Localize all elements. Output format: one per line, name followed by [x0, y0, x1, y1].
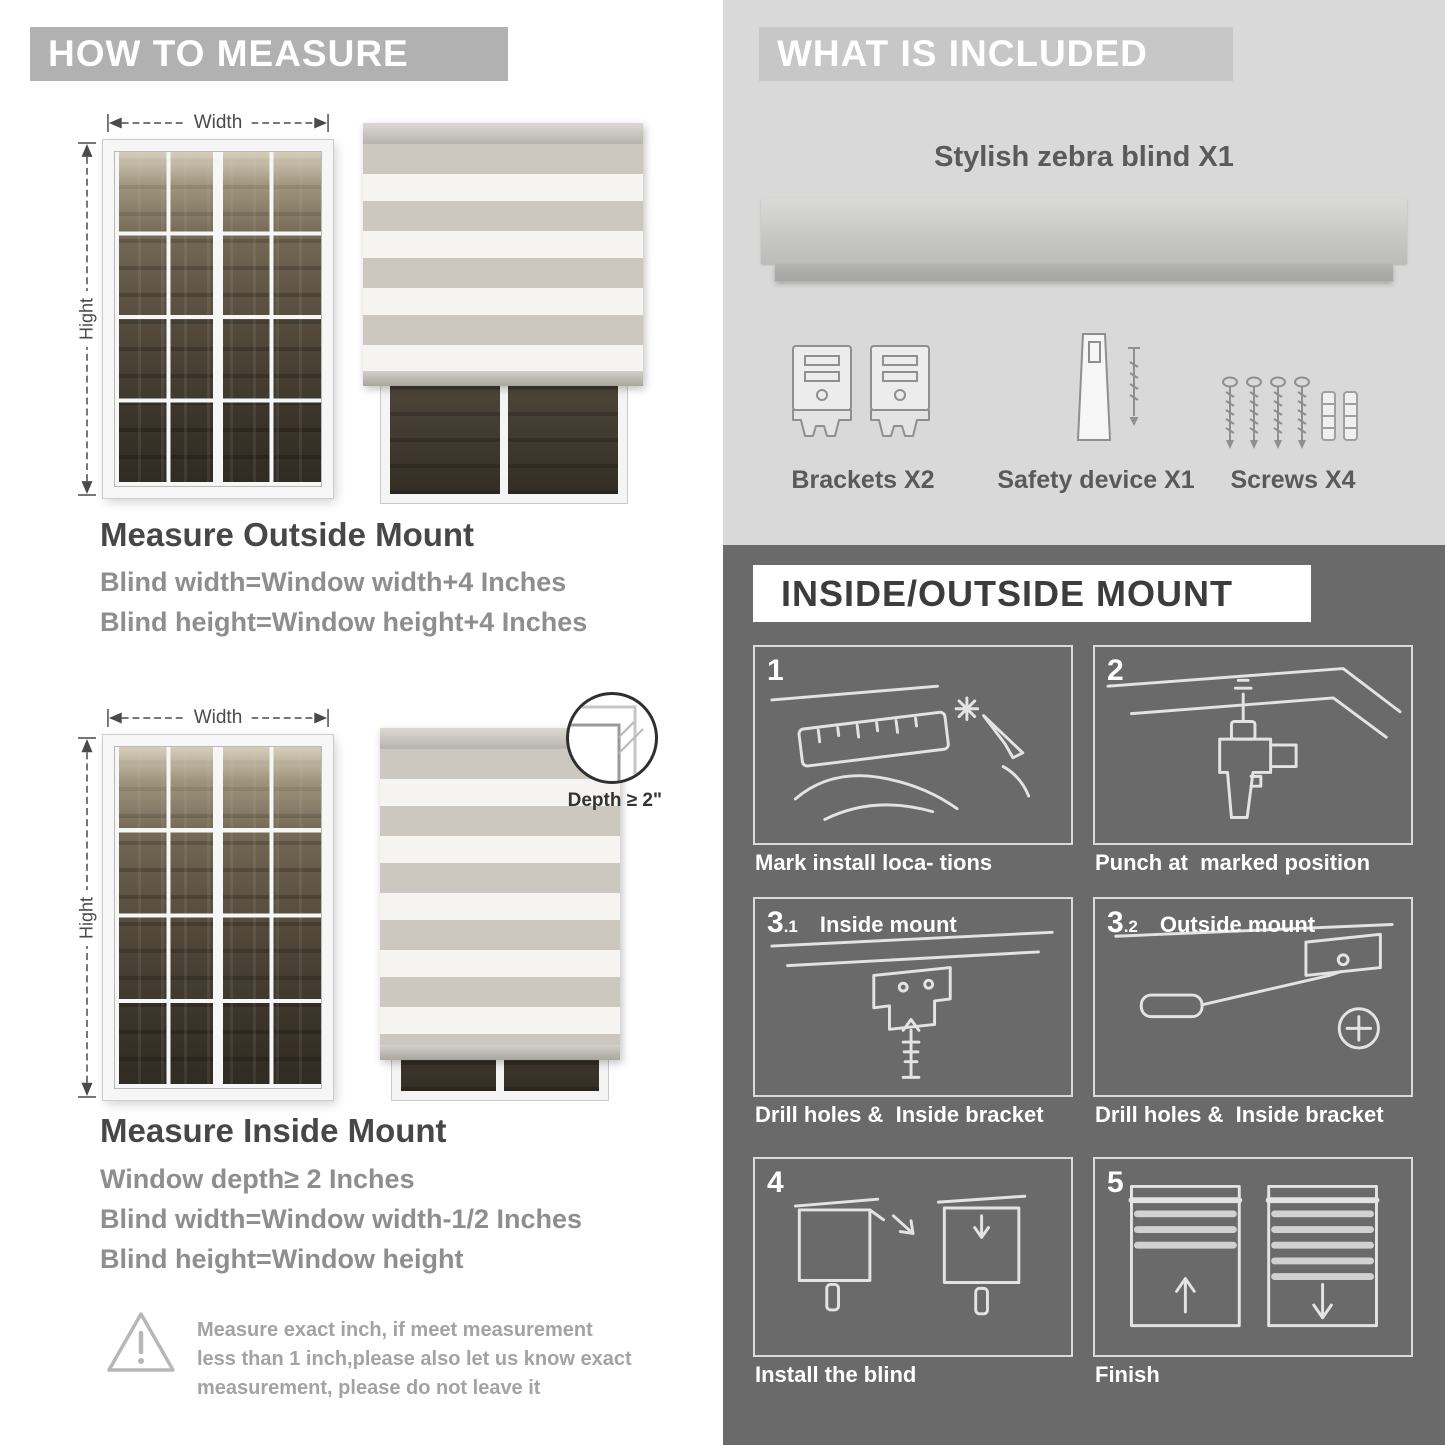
window-panes: [115, 747, 321, 1088]
arrow-line-icon: [78, 142, 96, 496]
headrail-image: [761, 198, 1407, 264]
screws-label: Screws X4: [1230, 466, 1356, 494]
step-panel-3-2: 3.2 Outside mount: [1093, 897, 1413, 1097]
depth-callout-circle: [566, 692, 658, 784]
zebra-blind-illustration: Depth ≥ 2": [380, 692, 662, 1100]
outside-rule-width: Blind width=Window width+4 Inches: [100, 567, 567, 597]
step-num-sub: .2: [1123, 917, 1138, 936]
step-caption-4: Install the blind: [755, 1362, 917, 1387]
inside-rule-height: Blind height=Window height: [100, 1244, 464, 1274]
measure-warning: Measure exact inch, if meet measurement …: [105, 1308, 645, 1403]
height-label: Hight: [74, 889, 100, 946]
outside-mount-heading: Measure Outside Mount: [100, 516, 475, 553]
step-inner-label: Inside mount: [819, 912, 957, 937]
step-num: 5: [1107, 1166, 1124, 1199]
height-dimension-arrow: Hight: [74, 735, 100, 1100]
window-panes: [115, 152, 321, 486]
safety-device-icon: [1076, 333, 1140, 441]
step-caption-1: Mark install loca- tions: [755, 850, 993, 875]
what-is-included-header: WHAT IS INCLUDED: [759, 27, 1233, 81]
step-num: 2: [1107, 654, 1124, 687]
zebra-blind: [380, 728, 620, 1060]
what-is-included-title: WHAT IS INCLUDED: [777, 33, 1148, 74]
headrail-bottom-lip: [775, 264, 1393, 281]
step-panel-5: 5: [1093, 1157, 1413, 1357]
arrow-line-icon: [107, 114, 329, 132]
arrow-line-icon: [107, 709, 329, 727]
mount-header: INSIDE/OUTSIDE MOUNT: [753, 565, 1311, 622]
blind-stripes: [380, 749, 620, 1045]
window-illustration: [103, 140, 333, 498]
window-reflection: [114, 746, 322, 1089]
height-label: Hight: [74, 290, 100, 348]
arrow-line-icon: [78, 737, 96, 1098]
blind-cassette: [380, 728, 620, 749]
step-num: 4: [767, 1166, 784, 1199]
blind-bottom-rail: [380, 1045, 620, 1060]
finish-blinds-illustration: [1128, 1184, 1380, 1328]
blind-stripes: [363, 144, 643, 371]
blind-bottom-rail: [363, 371, 643, 386]
step-caption-2: Punch at marked position: [1095, 850, 1371, 875]
step-number: 4: [767, 1166, 806, 1200]
step-number: 3.1 Inside mount: [767, 906, 957, 940]
step-number: 3.2 Outside mount: [1107, 906, 1315, 940]
screws-icon: [1222, 376, 1358, 450]
step-num-sub: .1: [783, 917, 798, 936]
step-inner-label: Outside mount: [1159, 912, 1316, 937]
width-dimension-arrow: Width: [105, 707, 331, 729]
step-panel-4: 4: [753, 1157, 1073, 1357]
install-blind-illustration: [793, 1194, 1027, 1316]
inside-mount-figure: Width Hight: [74, 692, 675, 1105]
zebra-blind: [363, 123, 643, 386]
drill-illustration: [1106, 667, 1402, 819]
step-caption-5: Finish: [1095, 1362, 1160, 1387]
brackets-label: Brackets X2: [791, 466, 935, 494]
depth-callout-label: Depth ≥ 2": [567, 790, 662, 811]
inside-rule-depth: Window depth≥ 2 Inches: [100, 1164, 415, 1194]
step-number: 1: [767, 654, 806, 688]
step-panel-1: 1: [753, 645, 1073, 845]
width-dimension-arrow: Width: [105, 112, 331, 134]
warning-icon: [107, 1312, 175, 1372]
what-is-included-section: WHAT IS INCLUDED Stylish zebra blind X1: [723, 0, 1445, 545]
how-to-measure-header: HOW TO MEASURE: [30, 27, 508, 81]
step-panel-3-1: 3.1 Inside mount: [753, 897, 1073, 1097]
how-to-measure-title: HOW TO MEASURE: [48, 33, 409, 74]
step-caption-3-2: Drill holes & Inside bracket: [1095, 1102, 1384, 1127]
step-num: 1: [767, 654, 784, 687]
tape-measure-illustration: [770, 684, 1031, 821]
width-label: Width: [184, 707, 252, 729]
outside-bracket-illustration: [1114, 923, 1394, 1050]
outside-mount-figure: Width Hight: [74, 105, 675, 505]
height-dimension-arrow: Hight: [74, 140, 100, 498]
inside-rule-width: Blind width=Window width-1/2 Inches: [100, 1204, 583, 1234]
mount-title: INSIDE/OUTSIDE MOUNT: [781, 573, 1234, 614]
inside-bracket-illustration: [770, 930, 1054, 1079]
window-illustration: [103, 735, 333, 1100]
safety-device-label: Safety device X1: [997, 466, 1195, 494]
outside-rule-height: Blind height=Window height+4 Inches: [100, 607, 588, 637]
step-number: 2: [1107, 654, 1146, 688]
step-caption-3-1: Drill holes & Inside bracket: [755, 1102, 1044, 1127]
window-corner-zoom-icon: [569, 705, 644, 781]
how-to-measure-section: HOW TO MEASURE Width: [30, 27, 675, 1403]
step-panel-2: 2: [1093, 645, 1413, 845]
window-reflection: [114, 151, 322, 487]
step-num: 3: [1107, 906, 1124, 939]
product-label: Stylish zebra blind X1: [934, 141, 1234, 173]
zebra-blind-illustration: [363, 123, 643, 503]
inside-mount-heading: Measure Inside Mount: [100, 1112, 447, 1149]
inside-outside-mount-section: INSIDE/OUTSIDE MOUNT 1: [723, 545, 1445, 1445]
step-number: 5: [1107, 1166, 1146, 1200]
brackets-icon: [792, 345, 930, 437]
blind-cassette: [363, 123, 643, 144]
warning-text: Measure exact inch, if meet measurement …: [197, 1319, 632, 1399]
step-num: 3: [767, 906, 784, 939]
width-label: Width: [184, 112, 252, 134]
